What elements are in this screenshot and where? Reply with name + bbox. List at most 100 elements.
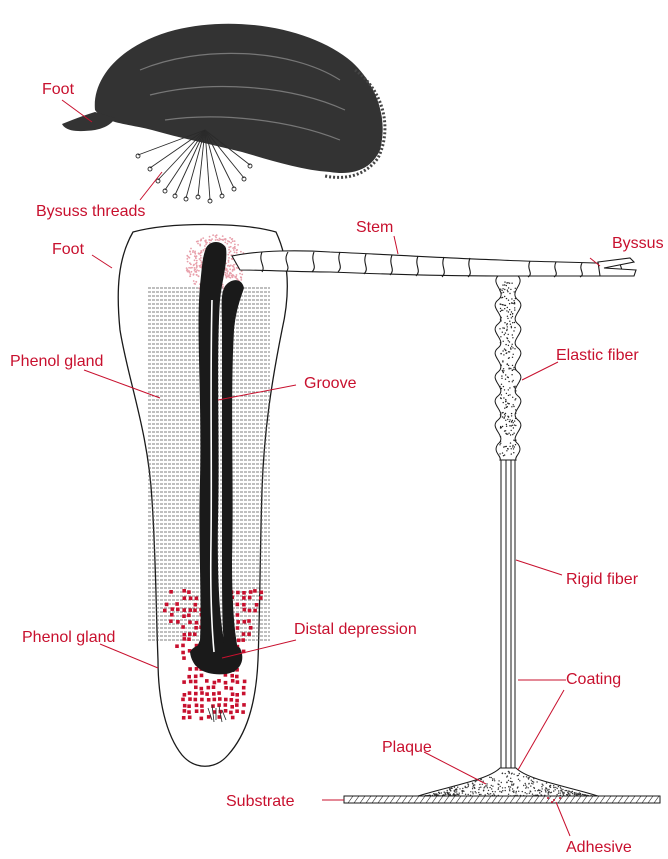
plaque-dot bbox=[502, 790, 503, 791]
gland-square bbox=[194, 675, 198, 679]
fiber-dot bbox=[508, 389, 509, 390]
gland-dot bbox=[190, 273, 192, 275]
fiber-dot bbox=[501, 297, 502, 298]
fiber-dot bbox=[513, 448, 514, 449]
plaque-dot bbox=[456, 791, 457, 792]
gland-square bbox=[181, 644, 185, 648]
label-groove: Groove bbox=[304, 375, 357, 392]
fiber-dot bbox=[513, 380, 514, 381]
gland-dot bbox=[189, 262, 191, 264]
gland-dot bbox=[228, 241, 230, 243]
plaque-dot bbox=[530, 785, 531, 786]
fiber-dot bbox=[499, 328, 500, 329]
fiber-dot bbox=[508, 300, 509, 301]
gland-dot bbox=[187, 270, 189, 272]
plaque-dot bbox=[526, 776, 527, 777]
gland-dot bbox=[196, 274, 198, 276]
fiber-dot bbox=[507, 416, 508, 417]
plaque-dot bbox=[479, 787, 480, 788]
gland-dot bbox=[204, 245, 206, 247]
label-substrate: Substrate bbox=[226, 793, 295, 810]
gland-square bbox=[253, 589, 257, 593]
fiber-dot bbox=[504, 414, 505, 415]
fiber-dot bbox=[501, 310, 502, 311]
fiber-dot bbox=[503, 446, 504, 447]
gland-dot bbox=[215, 235, 217, 237]
fiber-dot bbox=[505, 350, 506, 351]
plaque-dot bbox=[492, 780, 493, 781]
gland-dot bbox=[236, 252, 238, 254]
plaque-dot bbox=[553, 785, 554, 786]
fiber-dot bbox=[507, 448, 508, 449]
fiber-dot bbox=[515, 390, 516, 391]
fiber-dot bbox=[515, 409, 516, 410]
gland-dot bbox=[200, 257, 202, 259]
fiber-dot bbox=[507, 307, 508, 308]
fiber-dot bbox=[504, 289, 505, 290]
label-phenol-gland-lower: Phenol gland bbox=[22, 629, 115, 646]
plaque-dot bbox=[551, 792, 552, 793]
gland-dot bbox=[199, 258, 201, 260]
plaque-dot bbox=[490, 793, 491, 794]
fiber-dot bbox=[508, 368, 509, 369]
gland-dot bbox=[239, 273, 241, 275]
gland-dot bbox=[227, 254, 229, 256]
plaque-dot bbox=[459, 793, 460, 794]
gland-dot bbox=[200, 260, 202, 262]
plaque-dot bbox=[451, 788, 452, 789]
plaque-dot bbox=[525, 787, 526, 788]
label-adhesive: Adhesive bbox=[566, 839, 632, 856]
plaque-dot bbox=[466, 787, 467, 788]
gland-square bbox=[241, 638, 245, 642]
gland-dot bbox=[188, 267, 190, 269]
fiber-dot bbox=[505, 379, 506, 380]
fiber-dot bbox=[499, 386, 500, 387]
plaque-dot bbox=[495, 791, 496, 792]
fiber-dot bbox=[500, 308, 501, 309]
fiber-dot bbox=[513, 404, 514, 405]
fiber-dot bbox=[500, 319, 501, 320]
gland-square bbox=[171, 607, 175, 611]
plaque-dot bbox=[465, 794, 466, 795]
gland-dot bbox=[237, 244, 239, 246]
fiber-dot bbox=[512, 344, 513, 345]
gland-dot bbox=[194, 252, 196, 254]
plaque-dot bbox=[513, 774, 514, 775]
plaque-dot bbox=[454, 787, 455, 788]
gland-square bbox=[236, 613, 240, 617]
gland-square bbox=[189, 680, 193, 684]
plaque-dot bbox=[508, 794, 509, 795]
plaque-dot bbox=[549, 786, 550, 787]
gland-dot bbox=[222, 286, 224, 288]
gland-dot bbox=[227, 271, 229, 273]
gland-dot bbox=[197, 243, 199, 245]
gland-square bbox=[183, 637, 187, 641]
plaque-dot bbox=[560, 792, 561, 793]
gland-square bbox=[176, 608, 180, 612]
plaque-dot bbox=[569, 791, 570, 792]
fiber-dot bbox=[502, 360, 503, 361]
plaque-dot bbox=[434, 794, 435, 795]
fiber-dot bbox=[511, 448, 512, 449]
gland-dot bbox=[229, 237, 231, 239]
plaque bbox=[418, 768, 598, 797]
plaque-dot bbox=[479, 784, 480, 785]
fiber-dot bbox=[501, 375, 502, 376]
plaque-dot bbox=[454, 791, 455, 792]
plaque-dot bbox=[457, 787, 458, 788]
fiber-dot bbox=[511, 425, 512, 426]
fiber-dot bbox=[508, 340, 509, 341]
plaque-dot bbox=[479, 794, 480, 795]
plaque-dot bbox=[474, 784, 475, 785]
fiber-dot bbox=[505, 433, 506, 434]
plaque-dot bbox=[454, 790, 455, 791]
plaque-dot bbox=[489, 777, 490, 778]
fiber-dot bbox=[503, 292, 504, 293]
gland-square bbox=[187, 704, 191, 708]
fiber-dot bbox=[502, 452, 503, 453]
plaque-dot bbox=[468, 784, 469, 785]
gland-square bbox=[169, 619, 173, 623]
label-foot: Foot bbox=[52, 241, 85, 258]
plaque-dot bbox=[579, 792, 580, 793]
gland-dot bbox=[232, 247, 234, 249]
